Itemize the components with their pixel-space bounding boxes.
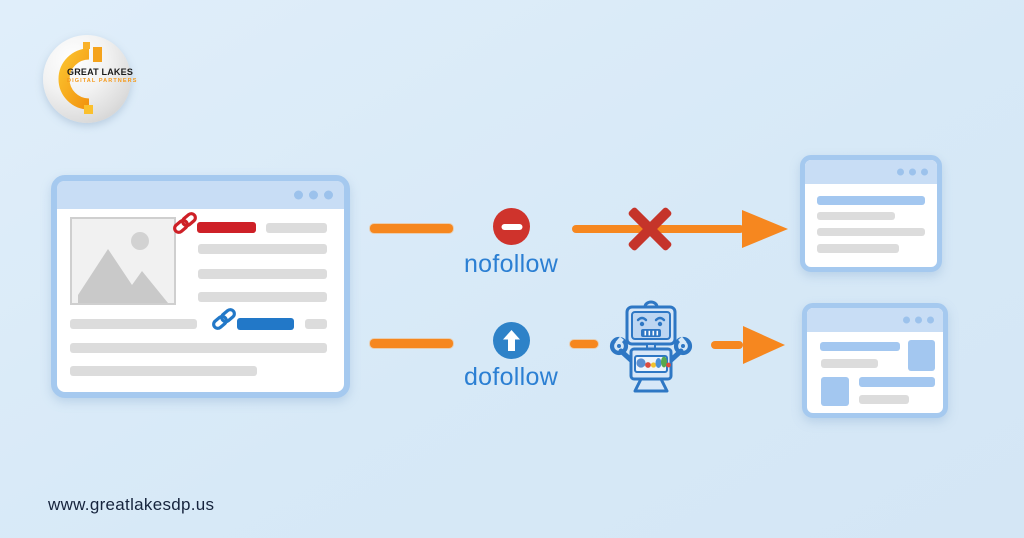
window-dots	[897, 168, 928, 176]
window-dot	[903, 316, 910, 324]
blue-link-icon	[212, 308, 236, 330]
nofollow-label: nofollow	[463, 250, 559, 278]
dofollow-arrow-head	[743, 326, 785, 364]
red-link-bar	[197, 222, 256, 233]
content-bar	[859, 377, 935, 387]
window-dot	[921, 168, 928, 176]
content-bar	[198, 269, 327, 279]
content-bar	[821, 359, 878, 368]
googlebot-icon	[609, 300, 693, 393]
blocked-arrow-head	[742, 210, 788, 248]
content-bar	[305, 319, 327, 329]
cross-icon	[627, 206, 673, 252]
no-entry-slot	[501, 223, 522, 230]
red-link-icon	[173, 212, 197, 234]
window-dot	[927, 316, 934, 324]
mountain-icon	[78, 232, 168, 303]
window-dot	[909, 168, 916, 176]
logo-title: GREAT LAKES	[67, 67, 134, 77]
footer-url: www.greatlakesdp.us	[48, 495, 215, 514]
content-bar	[817, 244, 899, 253]
target-window-titlebar	[807, 308, 943, 332]
logo-badge: GREAT LAKES DIGITAL PARTNERS	[43, 35, 136, 123]
image-placeholder	[70, 217, 176, 305]
content-bar	[70, 366, 257, 376]
window-dot	[324, 190, 333, 200]
up-arrow-icon	[493, 322, 530, 359]
content-bar	[817, 196, 925, 205]
logo-subtitle: DIGITAL PARTNERS	[67, 77, 138, 84]
content-bar	[70, 343, 327, 353]
logo-mark-icon	[58, 42, 102, 114]
content-bar	[817, 212, 895, 220]
nofollow-connector-dash	[370, 224, 453, 233]
dofollow-connector-dash	[370, 339, 453, 348]
content-bar	[70, 319, 197, 329]
window-dot	[915, 316, 922, 324]
dofollow-dash	[570, 340, 598, 348]
content-bar	[266, 223, 327, 233]
content-bar	[198, 244, 327, 254]
content-block	[821, 377, 849, 406]
logo-text: GREAT LAKES DIGITAL PARTNERS	[67, 67, 138, 84]
blue-link-bar	[237, 318, 294, 330]
target-window-nofollow	[800, 155, 942, 272]
dofollow-label: dofollow	[463, 363, 559, 391]
window-dots	[903, 316, 934, 324]
content-block	[908, 340, 935, 371]
content-bar	[859, 395, 909, 404]
source-browser-window	[51, 175, 350, 398]
dofollow-arrow-line	[711, 341, 743, 349]
window-dot	[294, 190, 303, 200]
content-bar	[820, 342, 900, 351]
target-window-titlebar	[805, 160, 937, 184]
target-window-dofollow	[802, 303, 948, 418]
content-bar	[198, 292, 327, 302]
source-window-titlebar	[57, 181, 344, 209]
window-dot	[309, 190, 318, 200]
content-bar	[817, 228, 925, 236]
window-dots	[294, 190, 333, 200]
window-dot	[897, 168, 904, 176]
no-entry-icon	[493, 208, 530, 245]
